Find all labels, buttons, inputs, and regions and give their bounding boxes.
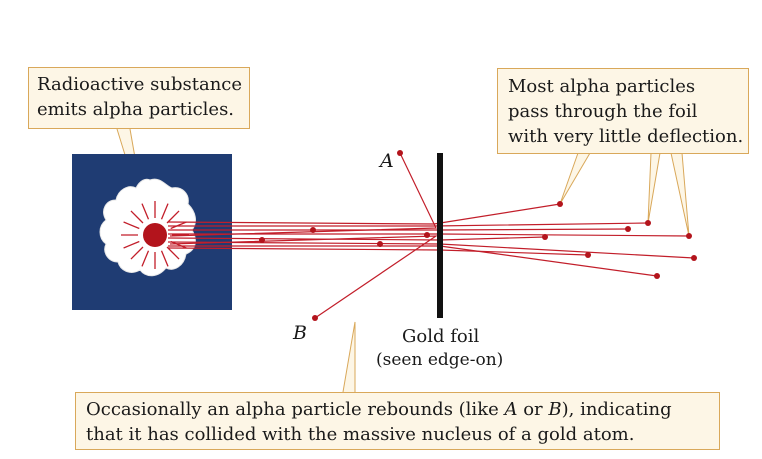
emission-ray	[123, 240, 140, 249]
alpha-particle-dot	[377, 241, 383, 247]
callout-rebound-line-2: that it has collided with the massive nu…	[86, 424, 635, 445]
pointer-most-2	[647, 152, 661, 224]
emission-ray	[170, 221, 187, 230]
particle-trajectory	[169, 152, 437, 237]
alpha-particle-dot	[424, 232, 430, 238]
gold-foil-label: Gold foil	[402, 326, 480, 347]
rebound-text-1: Occasionally an alpha particle rebounds …	[86, 399, 505, 420]
emission-ray	[160, 203, 169, 220]
alpha-particle-dot	[259, 237, 265, 243]
particle-paths	[167, 152, 695, 319]
emission-ray	[166, 246, 180, 260]
alpha-particle-dot	[397, 150, 403, 156]
alpha-particle-dot	[542, 234, 548, 240]
callout-radioactive-source: Radioactive substance emits alpha partic…	[28, 67, 250, 129]
emission-ray	[141, 250, 150, 267]
alpha-particle-dot	[654, 273, 660, 279]
particle-label-a: A	[380, 150, 394, 172]
alpha-particle-dot	[557, 201, 563, 207]
callout-most-particles: Most alpha particles pass through the fo…	[497, 68, 749, 154]
rebound-label-b: B	[548, 399, 562, 420]
emission-ray	[166, 210, 180, 224]
alpha-particle-dot	[310, 227, 316, 233]
alpha-particle-dot	[645, 220, 651, 226]
particle-label-b: B	[293, 322, 307, 344]
rebound-text-2: or	[517, 399, 549, 420]
alpha-particle-dot	[686, 233, 692, 239]
emission-ray	[123, 221, 140, 230]
alpha-particle-dot	[691, 255, 697, 261]
particle-trajectory	[168, 222, 649, 227]
alpha-particle-dot	[312, 315, 318, 321]
callout-rebound-line-1: Occasionally an alpha particle rebounds …	[86, 397, 709, 422]
pointer-most-3	[670, 152, 690, 237]
alpha-particles	[259, 150, 697, 321]
pointer-most-1	[559, 152, 591, 205]
callout-source-line-2: emits alpha particles.	[37, 99, 235, 120]
pointer-rebound	[342, 321, 356, 393]
emission-ray	[130, 246, 144, 260]
source-nucleus	[143, 223, 167, 247]
alpha-particle-dot	[625, 226, 631, 232]
callout-rebound: Occasionally an alpha particle rebounds …	[75, 392, 720, 450]
rebound-label-a: A	[504, 399, 518, 420]
particle-trajectory	[169, 235, 439, 319]
callout-source-line-1: Radioactive substance	[37, 74, 243, 95]
rebound-text-3: ), indicating	[561, 399, 672, 420]
alpha-particle-dot	[585, 252, 591, 258]
particle-trajectory	[168, 245, 658, 277]
gold-foil-note: (seen edge-on)	[376, 350, 504, 370]
emission-ray	[141, 203, 150, 220]
callout-most-line-3: with very little deflection.	[508, 126, 744, 147]
emission-ray	[160, 250, 169, 267]
callout-most-line-2: pass through the foil	[508, 101, 698, 122]
callout-most-line-1: Most alpha particles	[508, 76, 696, 97]
emission-ray	[130, 210, 144, 224]
